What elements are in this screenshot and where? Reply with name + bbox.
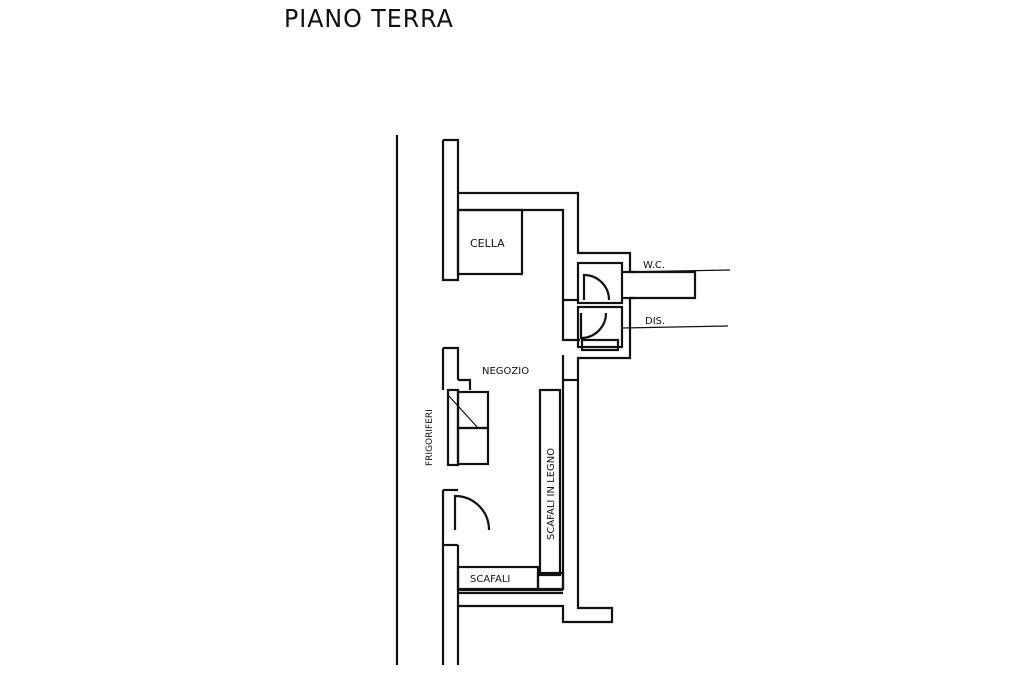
scaffali-legno-label: SCAFALI IN LEGNO	[546, 448, 557, 540]
wc-leader	[621, 269, 731, 273]
wc-room	[576, 261, 635, 305]
frigoriferi-label: FRIGORIFERI	[425, 409, 435, 466]
negozio-label: NEGOZIO	[482, 366, 529, 377]
facade-wall	[441, 138, 460, 665]
entrance-door	[453, 494, 491, 531]
frigoriferi-unit	[446, 378, 490, 467]
dis-label: DIS.	[645, 316, 665, 327]
dis-room	[576, 305, 624, 352]
cella-room	[456, 208, 524, 276]
exterior-walls	[458, 191, 697, 624]
dis-leader	[621, 325, 729, 329]
cella-label: CELLA	[470, 237, 505, 250]
scaffali-corner	[536, 571, 565, 591]
scaffali-legno-shelf	[538, 388, 562, 577]
scaffali-label: SCAFALI	[470, 574, 510, 585]
wc-label: W.C.	[643, 260, 665, 271]
floor-title: PIANO TERRA	[284, 4, 454, 33]
